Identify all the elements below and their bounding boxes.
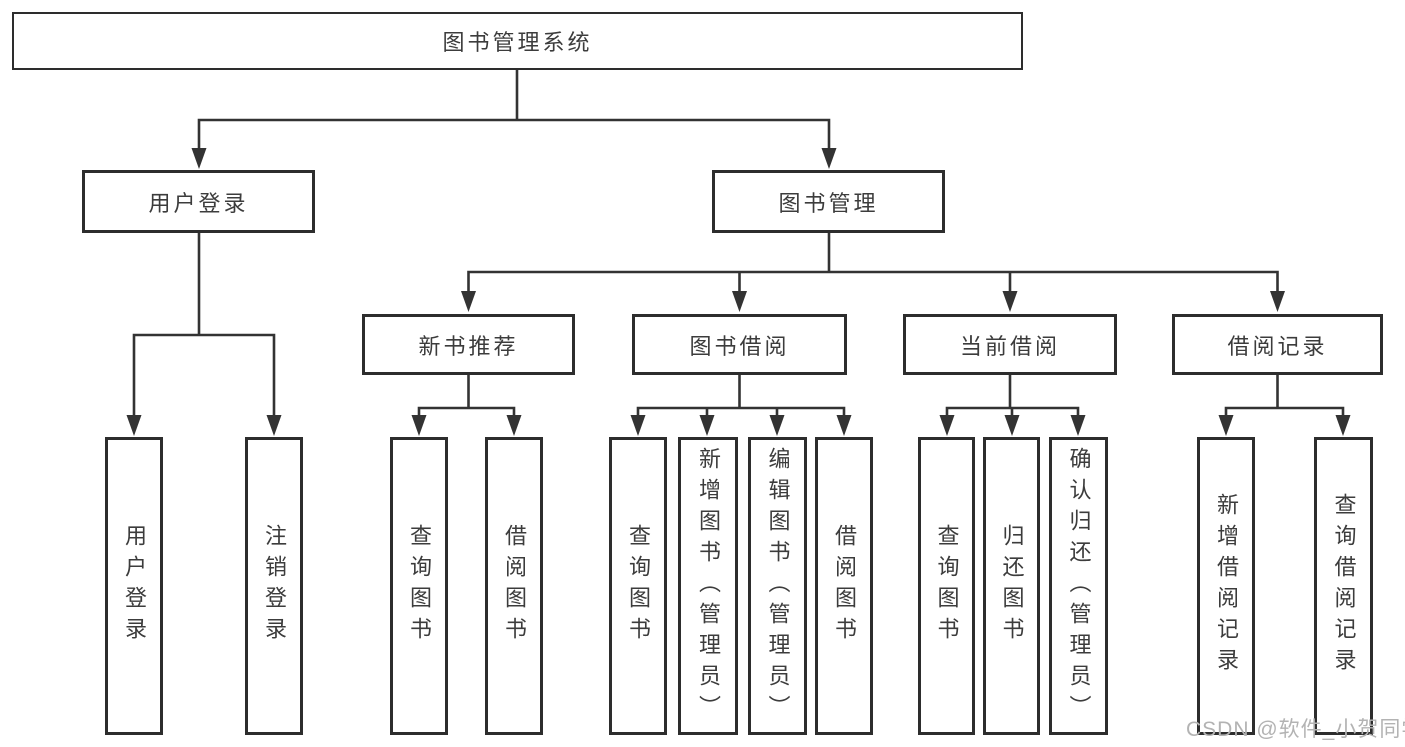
arrowhead-icon [1002, 291, 1018, 312]
node-current-borrow: 当前借阅 [903, 314, 1117, 375]
leaf-edit-book-admin: 编辑图书（管理员） [748, 437, 807, 735]
arrowhead-icon [266, 415, 282, 436]
leaf-query-books-borrow: 查询图书 [609, 437, 667, 735]
leaf-add-borrow-record: 新增借阅记录 [1197, 437, 1255, 735]
arrowhead-icon [506, 415, 522, 436]
edge-borrow-records-to-leaves [1218, 375, 1351, 436]
node-library-management-system: 图书管理系统 [12, 12, 1023, 70]
arrowhead-icon [699, 415, 715, 436]
arrowhead-icon [1270, 291, 1285, 312]
arrowhead-icon [411, 415, 427, 436]
node-book-borrow: 图书借阅 [632, 314, 847, 375]
arrowhead-icon [836, 415, 852, 436]
arrowhead-icon [1218, 415, 1234, 436]
arrowhead-icon [821, 148, 837, 169]
edge-root-to-level2 [191, 70, 837, 169]
arrowhead-icon [630, 415, 646, 436]
leaf-user-login: 用户登录 [105, 437, 163, 735]
node-new-book-recommend: 新书推荐 [362, 314, 575, 375]
edge-new-book-to-leaves [411, 375, 522, 436]
node-user-login: 用户登录 [82, 170, 315, 233]
arrowhead-icon [732, 291, 747, 312]
leaf-logout: 注销登录 [245, 437, 303, 735]
leaf-add-book-admin: 新增图书（管理员） [678, 437, 738, 735]
arrowhead-icon [1335, 415, 1351, 436]
leaf-query-books-current: 查询图书 [918, 437, 975, 735]
leaf-query-books-recommend: 查询图书 [390, 437, 448, 735]
edge-current-borrow-to-leaves [939, 375, 1086, 436]
arrowhead-icon [1004, 415, 1020, 436]
leaf-return-books: 归还图书 [983, 437, 1040, 735]
arrowhead-icon [939, 415, 955, 436]
leaf-confirm-return-admin: 确认归还（管理员） [1049, 437, 1108, 735]
leaf-borrow-books-recommend: 借阅图书 [485, 437, 543, 735]
edge-book-management-to-level3 [461, 233, 1285, 312]
leaf-query-borrow-record: 查询借阅记录 [1314, 437, 1373, 735]
arrowhead-icon [191, 148, 207, 169]
arrowhead-icon [126, 415, 142, 436]
edge-book-borrow-to-leaves [630, 375, 852, 436]
leaf-borrow-books: 借阅图书 [815, 437, 873, 735]
node-book-management: 图书管理 [712, 170, 945, 233]
node-borrow-records: 借阅记录 [1172, 314, 1383, 375]
arrowhead-icon [461, 291, 476, 312]
edge-user-login-to-leaves [126, 233, 282, 436]
arrowhead-icon [1070, 415, 1086, 436]
arrowhead-icon [769, 415, 785, 436]
